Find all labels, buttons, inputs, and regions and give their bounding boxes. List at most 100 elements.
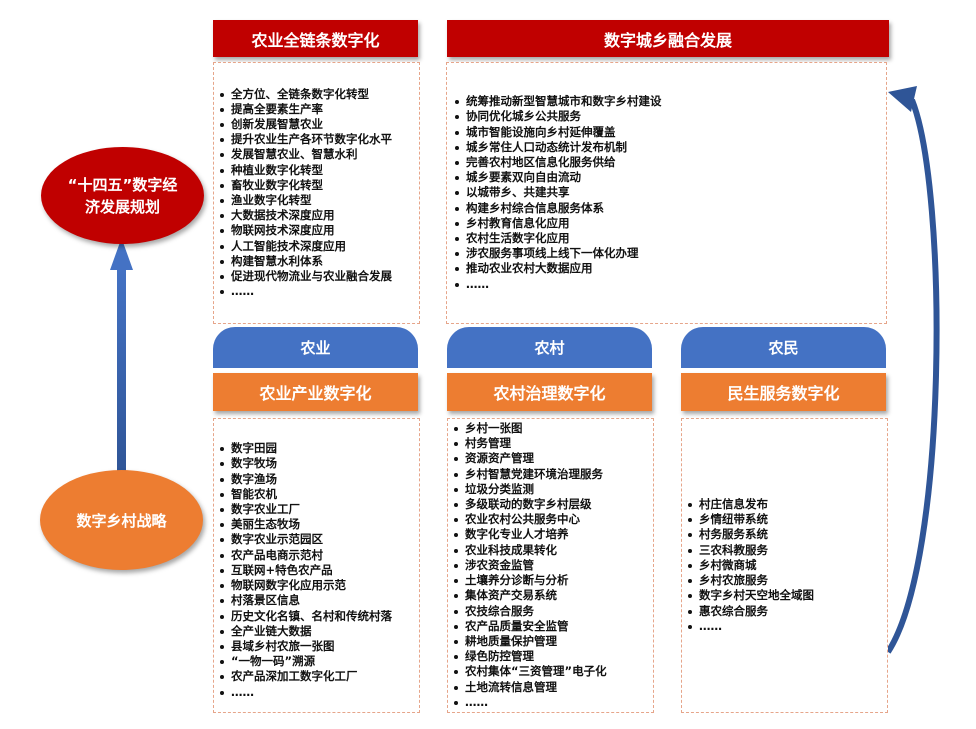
list-item: 涉农服务事项线上线下一体化办理 [453, 246, 886, 261]
list-item: 智能农机 [218, 487, 419, 502]
list-item: 物联网数字化应用示范 [218, 578, 419, 593]
list-item: 协同优化城乡公共服务 [453, 109, 886, 124]
list-item: 全产业链大数据 [218, 624, 419, 639]
list-item: …… [686, 619, 887, 634]
list-item: 完善农村地区信息化服务供给 [453, 155, 886, 170]
list-item: 构建乡村综合信息服务体系 [453, 201, 886, 216]
list-item: …… [218, 284, 419, 299]
list-item: 乡情纽带系统 [686, 512, 887, 527]
list-item: 三农科教服务 [686, 543, 887, 558]
list-item: 以城带乡、共建共享 [453, 185, 886, 200]
list-item: 土壤养分诊断与分析 [452, 573, 653, 588]
list-item: 数字化专业人才培养 [452, 527, 653, 542]
list-item: 城市智能设施向乡村延伸覆盖 [453, 125, 886, 140]
list-item: 城乡要素双向自由流动 [453, 170, 886, 185]
plan-label: “十四五”数字经济发展规划 [67, 175, 178, 216]
list-item: 多级联动的数字乡村层级 [452, 497, 653, 512]
list-item: 历史文化名镇、名村和传统村落 [218, 609, 419, 624]
urban-rural-box: 统筹推动新型智慧城市和数字乡村建设协同优化城乡公共服务城市智能设施向乡村延伸覆盖… [446, 62, 887, 324]
list-item: 种植业数字化转型 [218, 163, 419, 178]
strategy-label: 数字乡村战略 [76, 511, 167, 530]
list-item: 乡村微商城 [686, 558, 887, 573]
village-governance-box: 乡村一张图村务管理资源资产管理乡村智慧党建环境治理服务垃圾分类监测多级联动的数字… [447, 418, 654, 713]
list-item: 村务管理 [452, 436, 653, 451]
list-item: “一物一码”溯源 [218, 654, 419, 669]
list-item: 农业农村公共服务中心 [452, 512, 653, 527]
loop-arrow [885, 86, 940, 654]
list-item: 提升农业生产各环节数字化水平 [218, 132, 419, 147]
list-item: 统筹推动新型智慧城市和数字乡村建设 [453, 94, 886, 109]
agri-chain-list: 全方位、全链条数字化转型提高全要素生产率创新发展智慧农业提升农业生产各环节数字化… [218, 87, 419, 300]
list-item: 农村生活数字化应用 [453, 231, 886, 246]
agri-chain-title: 农业全链条数字化 [251, 30, 380, 50]
agri-chain-header: 农业全链条数字化 [213, 20, 418, 57]
tab-village-label: 农村 [534, 339, 565, 357]
list-item: 农产品质量安全监管 [452, 619, 653, 634]
urban-rural-list: 统筹推动新型智慧城市和数字乡村建设协同优化城乡公共服务城市智能设施向乡村延伸覆盖… [453, 94, 886, 292]
list-item: 农产品电商示范村 [218, 548, 419, 563]
list-item: 涉农资金监管 [452, 558, 653, 573]
agri-industry-list: 数字田园数字牧场数字渔场智能农机数字农业工厂美丽生态牧场数字农业示范园区农产品电… [218, 441, 419, 699]
agri-industry-title: 农业产业数字化 [259, 384, 372, 403]
list-item: 集体资产交易系统 [452, 588, 653, 603]
urban-rural-header: 数字城乡融合发展 [447, 20, 889, 57]
tab-agriculture: 农业 [213, 327, 418, 368]
list-item: 村庄信息发布 [686, 497, 887, 512]
list-item: 畜牧业数字化转型 [218, 178, 419, 193]
list-item: 惠农综合服务 [686, 604, 887, 619]
list-item: 村落景区信息 [218, 593, 419, 608]
livelihood-service-list: 村庄信息发布乡情纽带系统村务服务系统三农科教服务乡村微商城乡村农旅服务数字乡村天… [686, 497, 887, 634]
list-item: 乡村农旅服务 [686, 573, 887, 588]
list-item: 数字田园 [218, 441, 419, 456]
tab-farmer: 农民 [681, 327, 886, 368]
list-item: 垃圾分类监测 [452, 482, 653, 497]
list-item: …… [218, 685, 419, 700]
list-item: 村务服务系统 [686, 527, 887, 542]
list-item: 创新发展智慧农业 [218, 117, 419, 132]
list-item: 人工智能技术深度应用 [218, 239, 419, 254]
list-item: 乡村智慧党建环境治理服务 [452, 467, 653, 482]
tab-farmer-label: 农民 [768, 339, 799, 357]
list-item: 大数据技术深度应用 [218, 208, 419, 223]
list-item: 农村集体“三资管理”电子化 [452, 664, 653, 679]
agri-industry-box: 数字田园数字牧场数字渔场智能农机数字农业工厂美丽生态牧场数字农业示范园区农产品电… [213, 418, 420, 713]
list-item: 县域乡村农旅一张图 [218, 639, 419, 654]
list-item: 乡村一张图 [452, 421, 653, 436]
list-item: 全方位、全链条数字化转型 [218, 87, 419, 102]
list-item: 渔业数字化转型 [218, 193, 419, 208]
tab-village: 农村 [447, 327, 652, 368]
list-item: 构建智慧水利体系 [218, 254, 419, 269]
list-item: 数字渔场 [218, 472, 419, 487]
list-item: 绿色防控管理 [452, 649, 653, 664]
list-item: 农技综合服务 [452, 604, 653, 619]
up-arrow [110, 238, 133, 471]
list-item: 农产品深加工数字化工厂 [218, 669, 419, 684]
list-item: 耕地质量保护管理 [452, 634, 653, 649]
agri-chain-box: 全方位、全链条数字化转型提高全要素生产率创新发展智慧农业提升农业生产各环节数字化… [213, 62, 420, 324]
list-item: 提高全要素生产率 [218, 102, 419, 117]
list-item: 农业科技成果转化 [452, 543, 653, 558]
list-item: 数字农业示范园区 [218, 532, 419, 547]
list-item: 数字农业工厂 [218, 502, 419, 517]
list-item: …… [452, 695, 653, 710]
list-item: …… [453, 277, 886, 292]
urban-rural-title: 数字城乡融合发展 [603, 30, 732, 50]
village-governance-title: 农村治理数字化 [493, 384, 606, 403]
list-item: 推动农业农村大数据应用 [453, 261, 886, 276]
strategy-ellipse: 数字乡村战略 [40, 470, 203, 570]
village-governance-header: 农村治理数字化 [447, 373, 652, 411]
list-item: 互联网+特色农产品 [218, 563, 419, 578]
list-item: 美丽生态牧场 [218, 517, 419, 532]
plan-ellipse: “十四五”数字经济发展规划 [41, 147, 204, 244]
livelihood-service-title: 民生服务数字化 [727, 384, 840, 403]
livelihood-service-box: 村庄信息发布乡情纽带系统村务服务系统三农科教服务乡村微商城乡村农旅服务数字乡村天… [681, 418, 888, 713]
tab-agriculture-label: 农业 [300, 339, 331, 357]
livelihood-service-header: 民生服务数字化 [681, 373, 886, 411]
list-item: 物联网技术深度应用 [218, 223, 419, 238]
list-item: 城乡常住人口动态统计发布机制 [453, 140, 886, 155]
list-item: 乡村教育信息化应用 [453, 216, 886, 231]
agri-industry-header: 农业产业数字化 [213, 373, 418, 411]
list-item: 促进现代物流业与农业融合发展 [218, 269, 419, 284]
list-item: 数字乡村天空地全域图 [686, 588, 887, 603]
